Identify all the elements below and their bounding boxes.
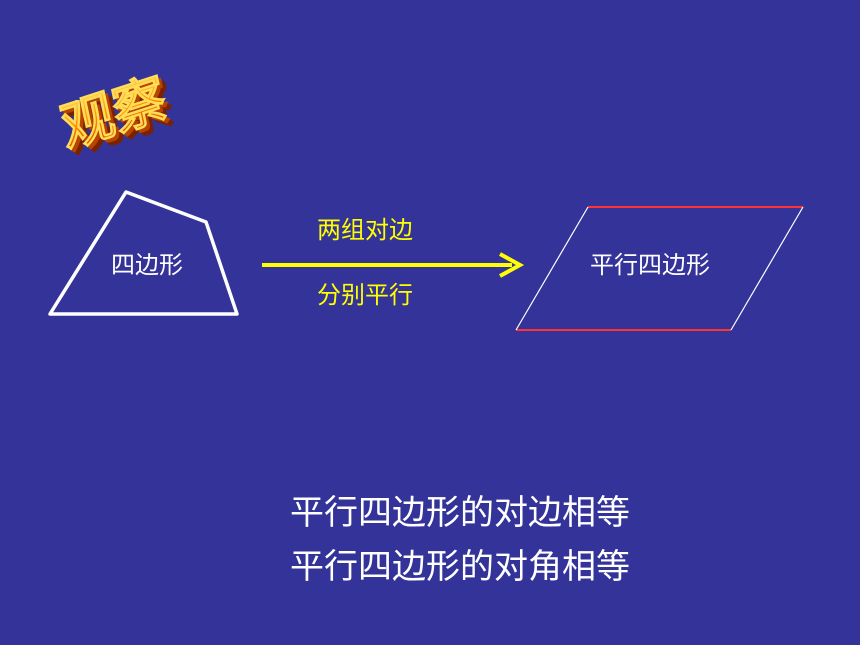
parallelogram-label: 平行四边形 (590, 251, 710, 279)
arrow-label-top: 两组对边 (317, 216, 413, 244)
conclusion-opposite-angles: 平行四边形的对角相等 (290, 547, 630, 587)
parallelogram-right-edge (730, 206, 804, 331)
arrow-label-bottom: 分别平行 (317, 281, 413, 309)
conclusion-opposite-sides: 平行四边形的对边相等 (290, 493, 630, 533)
wordart-title: 观察 观察 观察 (58, 65, 180, 167)
quadrilateral-shape (48, 190, 239, 316)
quadrilateral-label: 四边形 (111, 251, 183, 279)
arrow-head (499, 252, 525, 278)
parallelogram-left-edge (515, 206, 589, 331)
